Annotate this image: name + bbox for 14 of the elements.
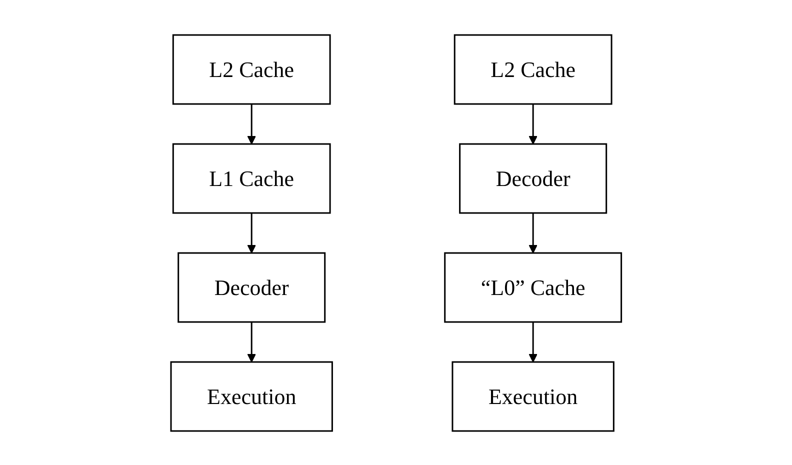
arrow <box>528 104 538 144</box>
node-box: Execution <box>170 360 333 432</box>
node-box: L2 Cache <box>172 34 331 104</box>
node-box: L1 Cache <box>172 142 331 214</box>
arrow <box>247 212 256 253</box>
arrow <box>528 212 538 253</box>
node-box: Decoder <box>458 142 607 214</box>
node-box: L2 Cache <box>454 34 612 104</box>
node-box: Execution <box>452 360 614 432</box>
node-box: Decoder <box>177 252 326 322</box>
arrow <box>247 322 256 362</box>
arrow <box>528 322 538 362</box>
node-box: “L0” Cache <box>444 252 622 322</box>
arrow <box>247 104 256 144</box>
